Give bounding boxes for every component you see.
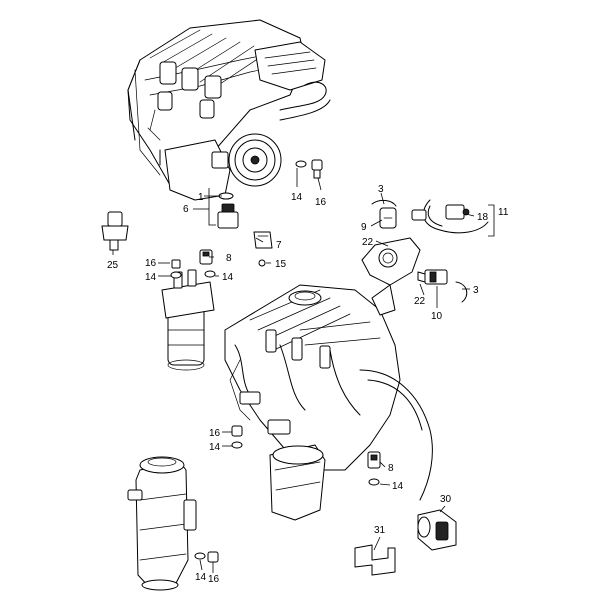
sensor-8-lower	[367, 451, 381, 486]
callout-16-left: 16	[145, 258, 157, 269]
callout-9: 9	[361, 222, 367, 233]
callout-16-engine: 16	[315, 197, 327, 208]
callout-14-bottom: 14	[195, 572, 207, 583]
bracket-31	[354, 544, 396, 576]
callout-14-lower-right: 14	[392, 481, 404, 492]
callout-8-upper: 8	[226, 253, 232, 264]
coolant-flange-assembly	[361, 207, 421, 316]
callout-15: 15	[275, 259, 287, 270]
callout-14-middle: 14	[209, 442, 221, 453]
callout-16-middle: 16	[209, 428, 221, 439]
callout-3-lower: 3	[473, 285, 479, 296]
sensor-25	[101, 211, 129, 251]
clip-3-lower	[455, 281, 468, 303]
callout-16-bottom: 16	[208, 574, 220, 585]
callout-11: 11	[498, 207, 509, 218]
callout-18: 18	[477, 212, 489, 223]
callout-8-lower: 8	[388, 463, 394, 474]
callout-3-upper: 3	[378, 184, 384, 195]
callout-6: 6	[183, 204, 189, 215]
callout-14-left: 14	[145, 272, 157, 283]
filter-housing-illustration	[127, 456, 197, 591]
callout-14-engine: 14	[291, 192, 303, 203]
v6-engine-illustration	[127, 19, 331, 201]
callout-7: 7	[276, 240, 282, 251]
clip-3-upper	[371, 199, 397, 207]
sensor-10	[417, 269, 448, 285]
callout-1: 1	[198, 192, 204, 203]
leader-lines	[112, 168, 495, 573]
callout-31: 31	[374, 525, 386, 536]
i4-engine-illustration	[224, 284, 433, 521]
callout-10: 10	[431, 311, 443, 322]
sensor-30	[417, 509, 457, 551]
fuel-filter-illustration	[161, 269, 215, 371]
callout-30: 30	[440, 494, 452, 505]
callout-14-left-b: 14	[222, 272, 234, 283]
callout-labels: 1 6 7 15 8 16 14 14 14 16 3 9 22 18 11 2…	[107, 184, 509, 585]
callout-22-lower: 22	[414, 296, 426, 307]
bracket-6-7	[217, 192, 273, 249]
callout-22-upper: 22	[362, 237, 374, 248]
sensor-harness-11-18	[411, 199, 489, 234]
callout-25: 25	[107, 260, 119, 271]
